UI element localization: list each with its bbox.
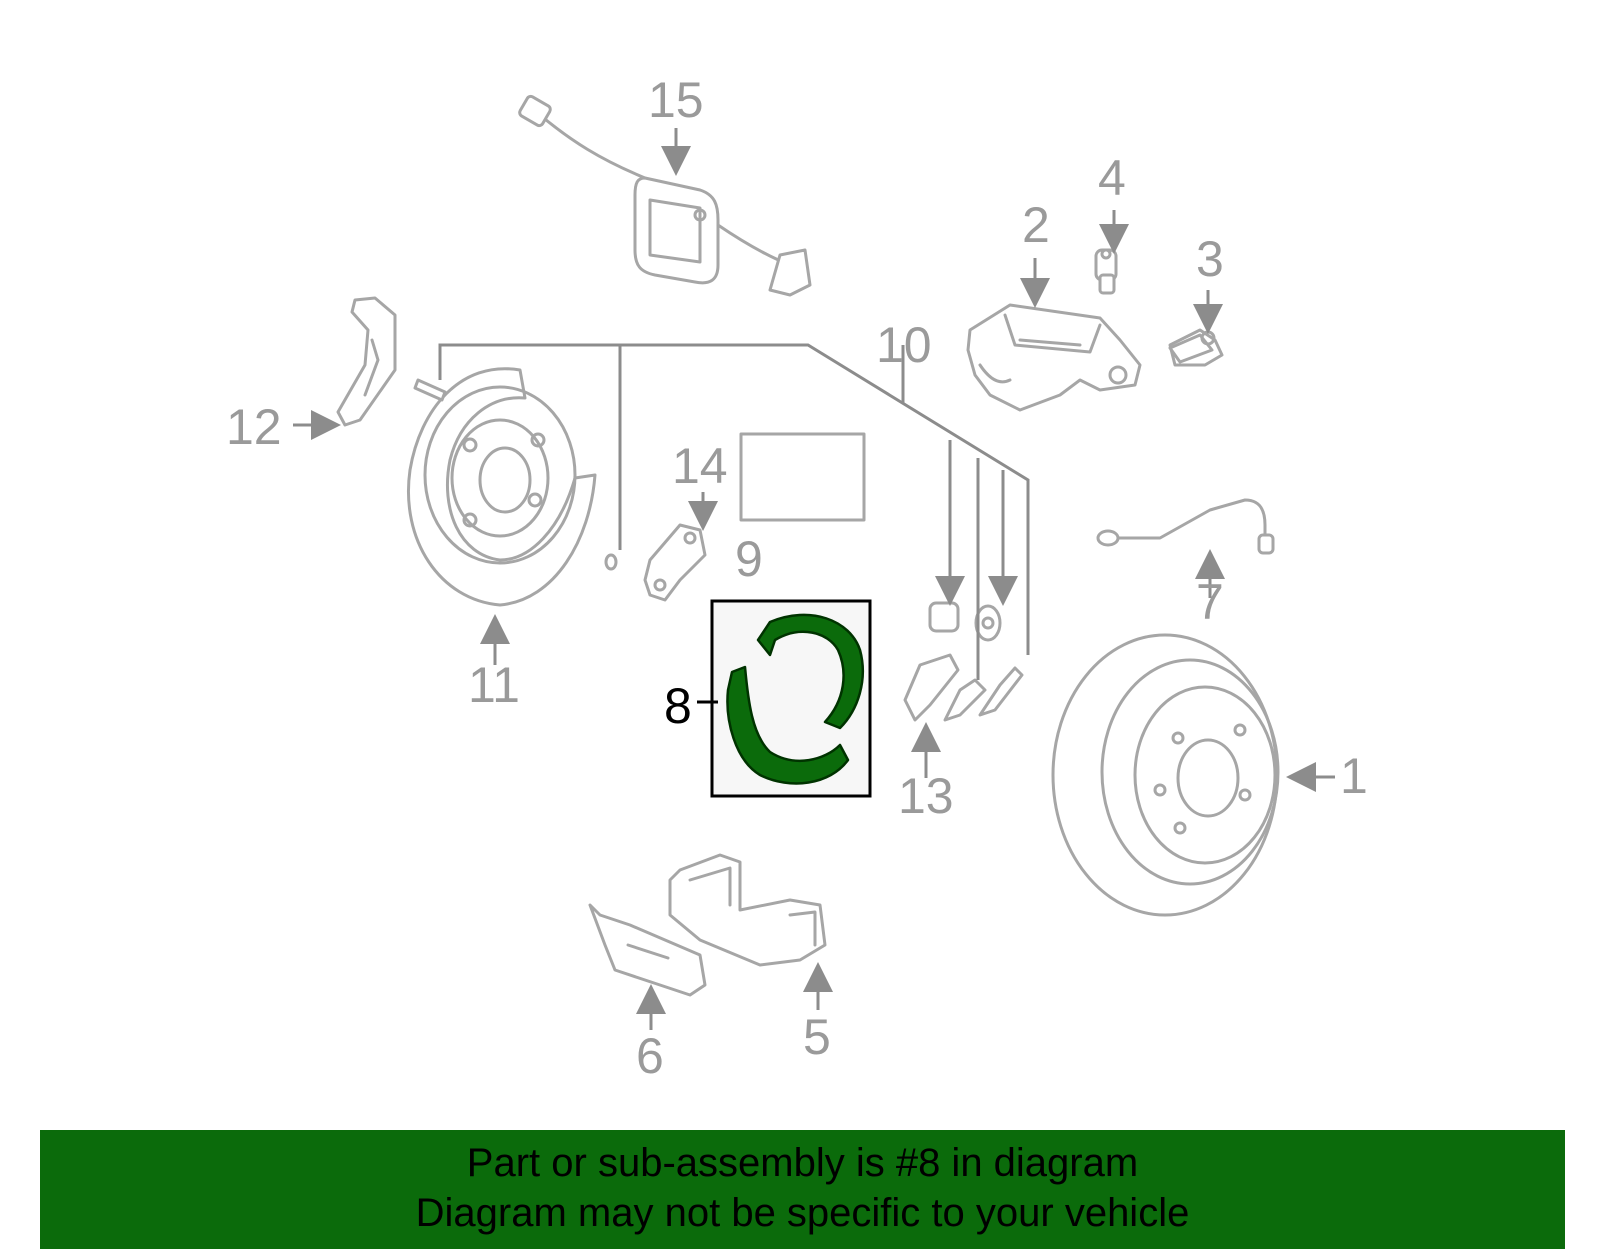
banner-disclaimer: Diagram may not be specific to your vehi… [415, 1191, 1190, 1235]
callout-14: 14 [672, 438, 728, 494]
callout-6: 6 [636, 1028, 664, 1084]
banner-part-note: Part or sub-assembly is #8 in diagram [466, 1141, 1139, 1185]
part-6-brake-pads [588, 903, 707, 997]
part-5-caliper-bracket [668, 853, 827, 967]
part-pin-small [413, 378, 618, 571]
callout-8: 8 [664, 678, 692, 734]
callout-labels: 15 2 4 3 10 12 14 9 7 11 8 1 13 5 6 [226, 72, 1368, 1084]
callout-5: 5 [803, 1009, 831, 1065]
part-11-backing-plate [407, 367, 597, 607]
callout-2: 2 [1022, 197, 1050, 253]
callout-13: 13 [898, 768, 954, 824]
part-8-shoe-lower [726, 665, 850, 785]
part-8-highlight-box [710, 599, 872, 798]
part-14-lever [643, 523, 707, 602]
callout-7: 7 [1196, 574, 1224, 630]
callout-3: 3 [1196, 231, 1224, 287]
callout-12: 12 [226, 399, 282, 455]
part-4-bleeder [1094, 248, 1118, 295]
callout-10: 10 [876, 317, 932, 373]
part-12-bracket [336, 296, 397, 427]
part-3-bolt [1168, 328, 1224, 367]
info-banner: Part or sub-assembly is #8 in diagram Di… [40, 1130, 1565, 1249]
part-13-hardware [903, 601, 1024, 722]
part-7-hose [1096, 498, 1275, 555]
part-1-rotor [1051, 633, 1280, 917]
callout-4: 4 [1098, 150, 1126, 206]
part-2-caliper [966, 303, 1142, 412]
leader-lines [293, 128, 1335, 1030]
part-8-shoe-upper [756, 613, 864, 730]
callout-15: 15 [648, 72, 704, 128]
part-15-speed-sensor [518, 94, 812, 297]
callout-9: 9 [735, 531, 763, 587]
callout-11: 11 [468, 657, 520, 713]
callout-1: 1 [1340, 748, 1368, 804]
part-9-hardware-kit [739, 432, 866, 522]
